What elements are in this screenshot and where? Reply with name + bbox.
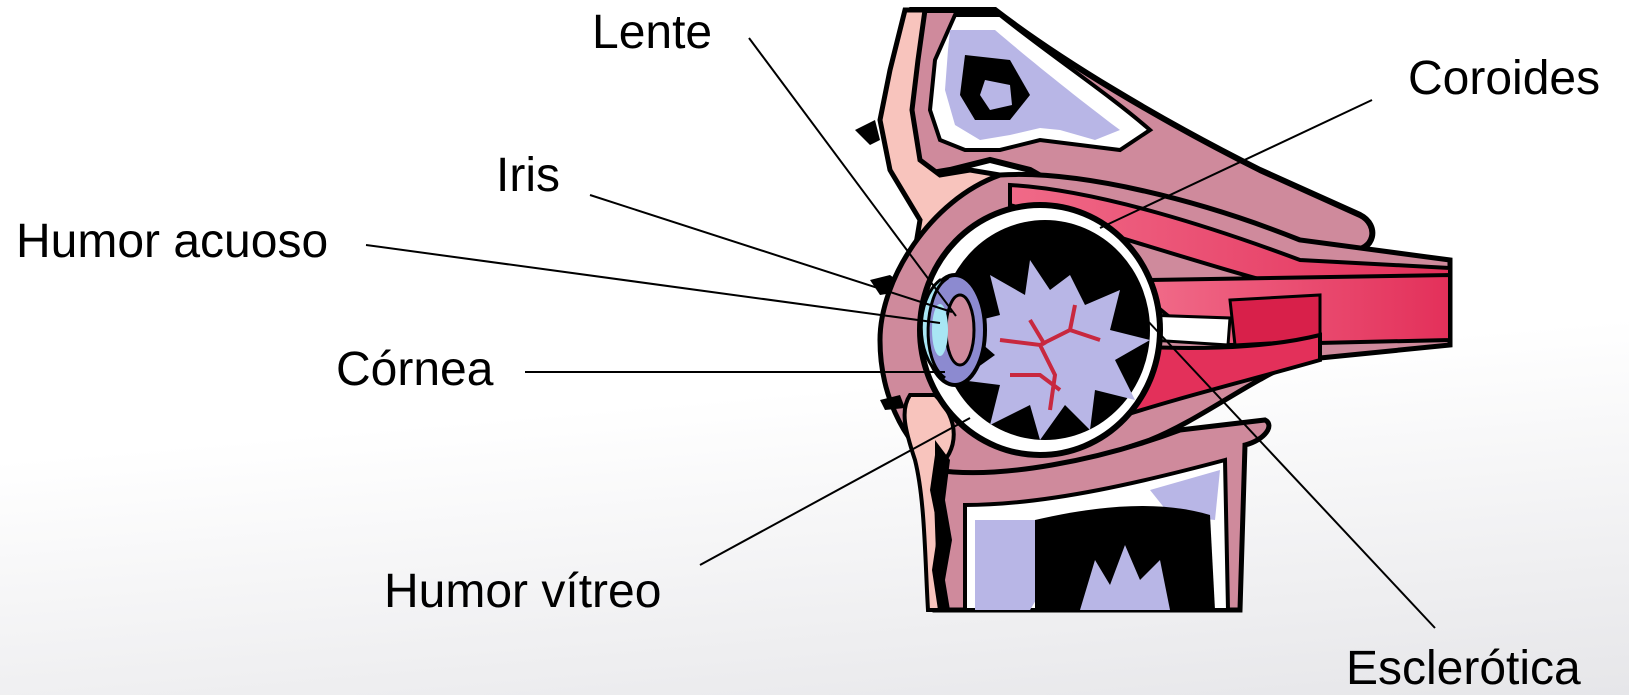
lower-eyelid	[880, 395, 954, 610]
leader-line-humor-acuoso	[366, 245, 940, 323]
label-lente: Lente	[592, 9, 712, 57]
eyeball	[920, 205, 1160, 455]
lens	[946, 295, 974, 365]
label-humor-vitreo: Humor vítreo	[384, 568, 661, 616]
label-cornea: Córnea	[336, 346, 493, 394]
leader-line-iris	[590, 195, 952, 312]
label-humor-acuoso: Humor acuoso	[16, 218, 328, 266]
label-iris: Iris	[496, 152, 560, 200]
aqueous-humor	[932, 304, 948, 356]
label-coroides: Coroides	[1408, 55, 1600, 103]
label-esclerotica: Esclerótica	[1346, 645, 1581, 693]
